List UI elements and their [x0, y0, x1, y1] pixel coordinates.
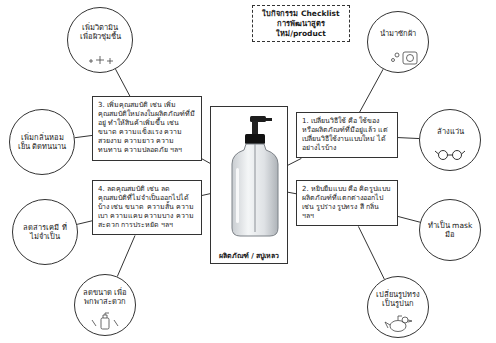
- connector-line: [288, 192, 296, 193]
- idea-circle: ลดขนาด เพื่อพกพาสะดวก: [74, 274, 136, 336]
- circle-text-wrap: เพิ่มวิตามิน เพื่อผิวชุ่มชื้น: [75, 23, 126, 42]
- checklist-box: 1. เปลี่ยนวิธีใช้ คือ ใช้ของหรือผลิตภัณฑ…: [296, 112, 398, 158]
- bird-bottle-doodle: [385, 316, 412, 332]
- connector-line: [288, 158, 301, 165]
- connector-line: [77, 221, 92, 225]
- connector-stroke: [77, 221, 92, 225]
- connector-stroke: [360, 69, 383, 112]
- product-box: ผลิตภัณฑ์ / สบู่เหลว: [210, 106, 288, 264]
- connector-line: [116, 69, 130, 96]
- pump-bottle: [232, 116, 278, 236]
- checklist-box: 2. หยิบยืมแบบ คือ คิดรูปแบบผลิตภัณฑ์ที่แ…: [296, 180, 398, 226]
- idea-circle: ทำเป็น mask มือ: [419, 199, 481, 261]
- idea-circle: นำมาซักผ้า: [367, 11, 429, 73]
- connector-line: [398, 216, 420, 222]
- circle-text-wrap: ลดสารเคมี ที่ไม่จำเป็น: [20, 223, 71, 242]
- checklist-box: 4. ลดคุณสมบัติ เช่น ลดคุณสมบัติที่ไม่จำเ…: [92, 180, 202, 235]
- title-box: ใบกิจกรรม Checklist การพัฒนาสูตรใหม่/pro…: [252, 5, 350, 42]
- node-text: 2. หยิบยืมแบบ คือ คิดรูปแบบผลิตภัณฑ์ที่แ…: [302, 185, 392, 221]
- sparkle-doodle: [89, 56, 113, 64]
- connector-stroke: [398, 216, 420, 222]
- connector-line: [202, 194, 210, 196]
- connector-stroke: [75, 135, 92, 137]
- connector-line: [117, 235, 135, 276]
- node-text: 1. เปลี่ยนวิธีใช้ คือ ใช้ของหรือผลิตภัณฑ…: [302, 117, 392, 153]
- circle-text-wrap: เปลี่ยนรูปทรง เป็นรูปนก: [374, 290, 422, 309]
- checklist-box: 3. เพิ่มคุณสมบัติ เช่น เพิ่มคุณสมบัติใหม…: [92, 96, 202, 161]
- node-text: นำมาซักผ้า: [374, 29, 422, 38]
- node-text: 3. เพิ่มคุณสมบัติ เช่น เพิ่มคุณสมบัติใหม…: [98, 101, 196, 156]
- connector-stroke: [202, 159, 210, 163]
- connector-stroke: [117, 235, 135, 276]
- connector-stroke: [116, 69, 130, 96]
- node-text: เพิ่มกลิ่นหอมเย็น ติดทนนาน: [17, 133, 68, 152]
- connector-stroke: [358, 226, 384, 279]
- idea-circle: เพิ่มกลิ่นหอมเย็น ติดทนนาน: [9, 109, 75, 175]
- connector-line: [398, 137, 419, 139]
- node-text: ลดสารเคมี ที่ไม่จำเป็น: [20, 223, 71, 242]
- node-text: ลดขนาด เพื่อพกพาสะดวก: [81, 288, 129, 307]
- idea-circle: ลดสารเคมี ที่ไม่จำเป็น: [12, 199, 78, 265]
- node-text: ผลิตภัณฑ์ / สบู่เหลว: [213, 252, 285, 260]
- circle-text-wrap: ทำเป็น mask มือ: [426, 221, 474, 240]
- node-text: เพิ่มวิตามิน เพื่อผิวชุ่มชื้น: [75, 23, 126, 42]
- connector-stroke: [288, 192, 296, 193]
- laundry-doodle: [392, 52, 418, 64]
- idea-circle: เปลี่ยนรูปทรง เป็นรูปนก: [367, 276, 429, 338]
- connector-stroke: [288, 158, 301, 165]
- circle-text-wrap: ลดขนาด เพื่อพกพาสะดวก: [81, 288, 129, 307]
- connector-line: [358, 226, 384, 279]
- title-text: ใบกิจกรรม Checklist การพัฒนาสูตรใหม่/pro…: [257, 9, 345, 38]
- connector-line: [202, 159, 210, 163]
- node-text: ล้างแว่น: [426, 127, 474, 136]
- circle-text-wrap: นำมาซักผ้า: [374, 29, 422, 38]
- small-bottle-doodle: [92, 313, 118, 329]
- node-text: ทำเป็น mask มือ: [426, 221, 474, 240]
- connector-stroke: [202, 194, 210, 196]
- idea-circle: ล้างแว่น: [419, 109, 481, 171]
- glasses-doodle: [435, 151, 465, 160]
- connector-stroke: [398, 137, 419, 139]
- circle-text-wrap: เพิ่มกลิ่นหอมเย็น ติดทนนาน: [17, 133, 68, 152]
- node-text: เปลี่ยนรูปทรง เป็นรูปนก: [374, 290, 422, 309]
- connector-line: [75, 135, 92, 137]
- node-text: 4. ลดคุณสมบัติ เช่น ลดคุณสมบัติที่ไม่จำเ…: [98, 185, 196, 230]
- connector-line: [360, 69, 383, 112]
- circle-text-wrap: ล้างแว่น: [426, 127, 474, 136]
- idea-circle: เพิ่มวิตามิน เพื่อผิวชุ่มชื้น: [67, 7, 133, 73]
